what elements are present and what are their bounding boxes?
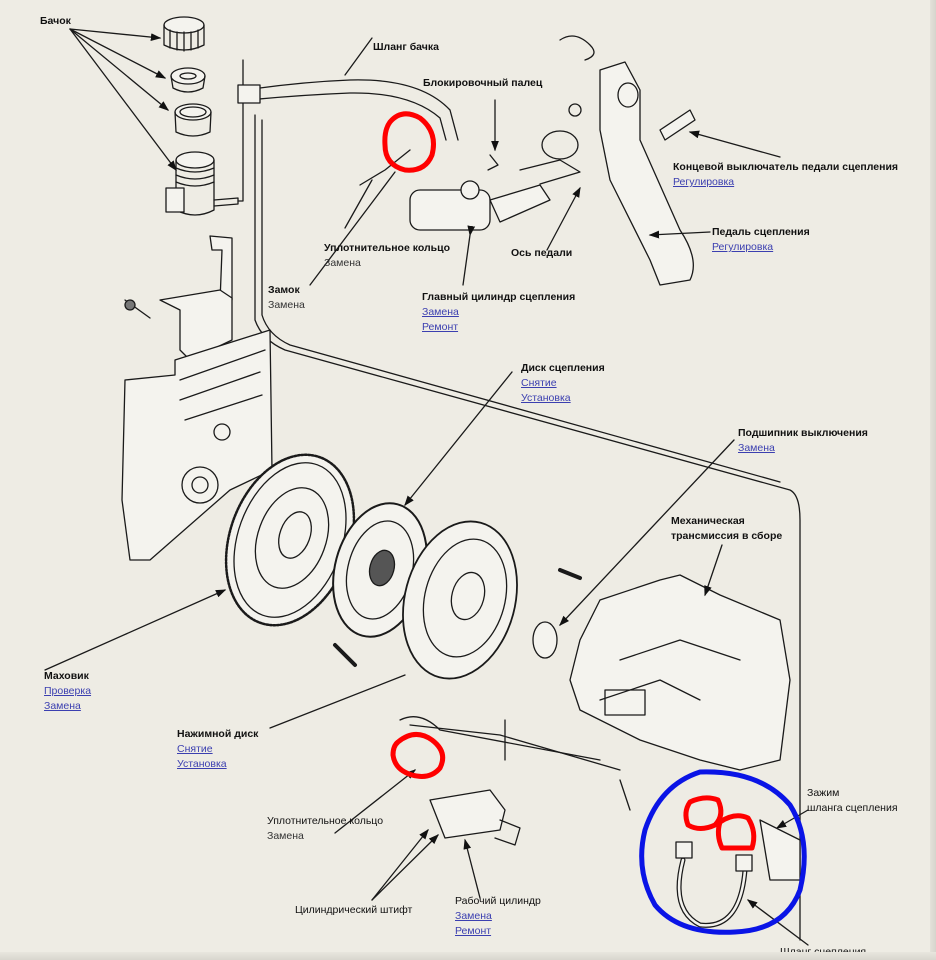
pressure-plate-remove-link[interactable]: Снятие	[177, 743, 213, 755]
fluid-pipe	[254, 114, 801, 941]
label-title: Концевой выключатель педали сцепления	[673, 161, 899, 173]
label-title: Главный цилиндр сцепления	[422, 291, 576, 303]
label-hose-clamp: Зажим шланга сцепления	[807, 786, 898, 816]
label-title: Уплотнительное кольцо	[324, 242, 450, 254]
clutch-pedal-adjust-link[interactable]: Регулировка	[712, 241, 774, 253]
slave-cylinder-replace-link[interactable]: Замена	[455, 910, 492, 922]
label-title: Ось педали	[511, 247, 573, 259]
pedal-switch-adjust-link[interactable]: Регулировка	[673, 176, 735, 188]
reservoir-hose	[237, 79, 459, 141]
label-release-bearing: Подшипник выключения Замена	[738, 426, 868, 456]
label-pedal-switch: Концевой выключатель педали сцепления Ре…	[673, 160, 898, 190]
label-transmission: Механическая трансмиссия в сборе	[671, 514, 782, 544]
label-title: Нажимной диск	[177, 728, 259, 740]
label-title: Маховик	[44, 670, 89, 682]
label-clutch-disc: Диск сцепления Снятие Установка	[521, 361, 605, 406]
label-note: Замена	[324, 257, 361, 269]
pressure-plate-install-link[interactable]: Установка	[177, 758, 227, 770]
master-cylinder	[409, 103, 582, 231]
label-note: Замена	[268, 299, 305, 311]
reservoir-body	[165, 59, 244, 216]
label-title: Бачок	[40, 15, 71, 27]
label-title: Шланг бачка	[373, 41, 439, 53]
screen-edge	[930, 0, 936, 960]
label-pedal-axle: Ось педали	[511, 246, 572, 261]
label-title: Диск сцепления	[521, 362, 605, 374]
label-title: Педаль сцепления	[712, 226, 810, 238]
reservoir-cap	[163, 16, 205, 52]
label-pressure-plate: Нажимной диск Снятие Установка	[177, 727, 258, 772]
highlight-hose-fitting-right	[715, 813, 757, 851]
slave-cylinder-repair-link[interactable]: Ремонт	[455, 925, 492, 937]
bolts	[333, 568, 582, 667]
label-reservoir-hose: Шланг бачка	[373, 40, 439, 55]
screen-bottom-edge	[0, 952, 936, 960]
release-bearing-replace-link[interactable]: Замена	[738, 442, 775, 454]
slave-cylinder	[429, 789, 521, 846]
label-title: Уплотнительное кольцо	[267, 815, 384, 827]
reservoir-seal	[174, 103, 212, 137]
label-title: Механическая	[671, 515, 745, 527]
reservoir-bracket	[124, 235, 233, 361]
master-cylinder-repair-link[interactable]: Ремонт	[422, 321, 459, 333]
pressure-plate	[402, 520, 518, 680]
clutch-hose	[675, 841, 753, 928]
reservoir-filter	[170, 67, 206, 93]
label-dowel-pin: Цилиндрический штифт	[295, 903, 412, 918]
pedal-switch	[659, 109, 696, 141]
label-title: Рабочий цилиндр	[455, 895, 541, 907]
highlight-hose-fitting-left	[683, 795, 724, 831]
label-lock-pin: Блокировочный палец	[423, 76, 542, 91]
clutch-disc-install-link[interactable]: Установка	[521, 392, 571, 404]
label-o-ring-bottom: Уплотнительное кольцо Замена	[267, 814, 383, 844]
release-bearing	[532, 621, 558, 659]
transmission	[569, 574, 791, 771]
highlight-master-cylinder-fitting	[382, 111, 436, 173]
clutch-pedal	[559, 35, 694, 286]
label-lock: Замок Замена	[268, 283, 305, 313]
clutch-disc-remove-link[interactable]: Снятие	[521, 377, 557, 389]
label-title: Зажим	[807, 787, 840, 799]
label-reservoir: Бачок	[40, 14, 71, 29]
label-flywheel: Маховик Проверка Замена	[44, 669, 91, 714]
label-title: Блокировочный палец	[423, 77, 543, 89]
label-slave-cylinder: Рабочий цилиндр Замена Ремонт	[455, 894, 541, 939]
label-title-line2: трансмиссия в сборе	[671, 530, 783, 542]
label-clutch-pedal: Педаль сцепления Регулировка	[712, 225, 810, 255]
highlight-slave-cylinder-fitting	[390, 732, 446, 779]
label-note: Замена	[267, 830, 304, 842]
label-title: Замок	[268, 284, 300, 296]
master-cylinder-replace-link[interactable]: Замена	[422, 306, 459, 318]
flywheel-inspect-link[interactable]: Проверка	[44, 685, 92, 697]
label-title: Подшипник выключения	[738, 427, 868, 439]
label-title: Цилиндрический штифт	[295, 904, 413, 916]
flywheel-replace-link[interactable]: Замена	[44, 700, 81, 712]
label-master-cylinder: Главный цилиндр сцепления Замена Ремонт	[422, 290, 575, 335]
label-o-ring-top: Уплотнительное кольцо Замена	[324, 241, 450, 271]
engine-block	[121, 329, 273, 561]
label-title-line2: шланга сцепления	[807, 802, 898, 814]
highlight-clutch-hose-area	[639, 769, 807, 935]
